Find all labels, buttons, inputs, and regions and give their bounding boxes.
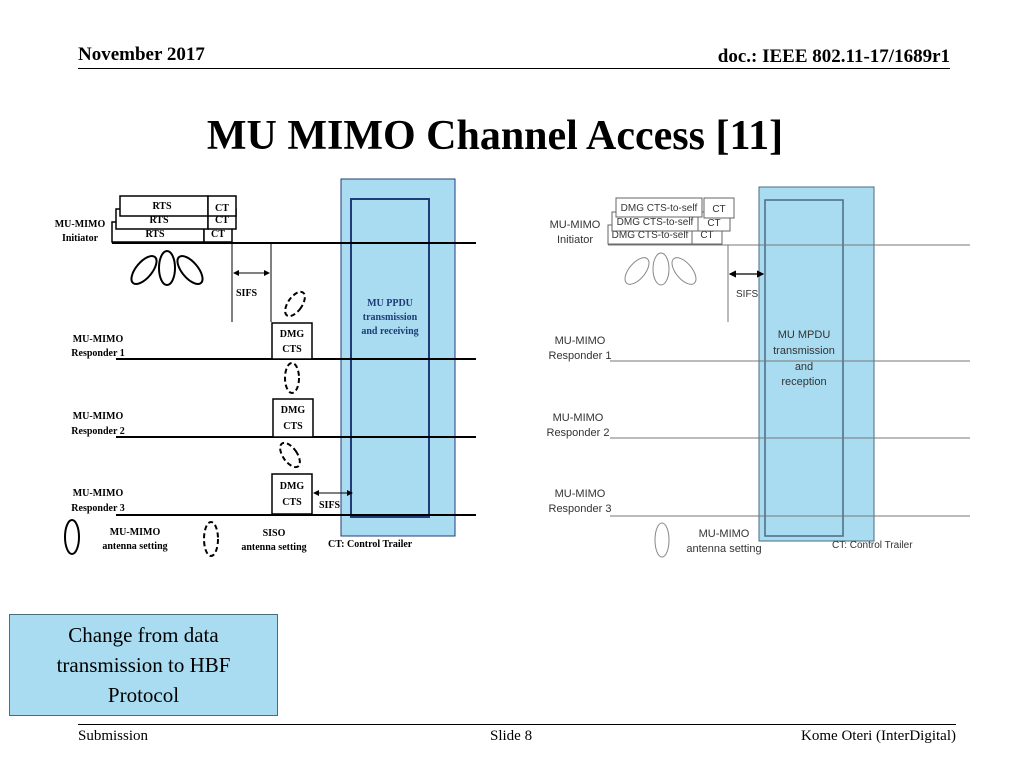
- right-legend-symbol: [654, 522, 670, 558]
- left-sifs-bottom-label: SIFS: [319, 500, 341, 511]
- left-legend-siso-label-2: antenna setting: [241, 542, 306, 553]
- left-ppdu-label-3: and receiving: [361, 326, 418, 337]
- left-rts-label-2: RTS: [149, 215, 169, 226]
- right-responder1-label-2: Responder 1: [549, 350, 612, 362]
- left-initiator-label-2: Initiator: [62, 233, 99, 244]
- left-initiator-label-1: MU-MIMO: [55, 219, 106, 230]
- left-ct-frame-1: [207, 195, 237, 217]
- left-dmg-cts-box-3: [271, 473, 313, 515]
- left-siso-beam-1: [284, 290, 306, 318]
- slide-title: MU MIMO Channel Access [11]: [206, 113, 784, 159]
- right-ct-label-2: CT: [707, 218, 720, 229]
- left-ct-label-1: CT: [215, 203, 229, 214]
- left-responder1-label-2: Responder 1: [71, 348, 124, 359]
- left-siso-beam-3: [279, 441, 301, 469]
- left-responder3-label-1: MU-MIMO: [73, 488, 124, 499]
- left-responder3-label-2: Responder 3: [71, 503, 124, 514]
- right-mpdu-region: [758, 186, 875, 542]
- left-legend-siso-label-1: SISO: [263, 528, 286, 539]
- left-ct-label-3: CT: [211, 229, 225, 240]
- left-initiator-beam-1: [130, 254, 158, 286]
- footer-rule: [78, 724, 956, 725]
- left-ppdu-label-2: transmission: [363, 312, 418, 323]
- left-sifs-top-label: SIFS: [236, 288, 258, 299]
- left-cts-label-1: CTS: [282, 344, 302, 355]
- right-responder3-label-2: Responder 3: [549, 503, 612, 515]
- left-responder2-label-1: MU-MIMO: [73, 411, 124, 422]
- right-cts-self-frame-1: [615, 197, 703, 218]
- left-cts-label-2: CTS: [283, 421, 303, 432]
- change-note-text: Change from data transmission to HBF Pro…: [56, 623, 231, 707]
- left-siso-beam-2: [284, 362, 300, 394]
- change-note-box: Change from data transmission to HBF Pro…: [9, 614, 278, 716]
- left-dmg-cts-box-2: [272, 398, 314, 438]
- left-ppdu-region: [340, 178, 456, 537]
- left-diagram: MU PPDU transmission and receiving RTS C…: [55, 178, 476, 557]
- header-date: November 2017: [78, 44, 205, 65]
- footer-slide-number: Slide 8: [490, 728, 533, 744]
- right-cts-self-label-2: DMG CTS-to-self: [617, 217, 694, 228]
- left-legend-mu-mimo-symbol: [64, 519, 80, 555]
- right-legend-label-2: antenna setting: [686, 543, 761, 555]
- left-initiator-beam-3: [176, 254, 204, 286]
- right-sifs-label: SIFS: [736, 289, 759, 300]
- left-legend-ct: CT: Control Trailer: [328, 539, 413, 550]
- right-mpdu-label-3: and: [795, 361, 813, 373]
- right-responder2-label-1: MU-MIMO: [553, 412, 604, 424]
- left-rts-label-1: RTS: [152, 201, 172, 212]
- left-dmg-label-3: DMG: [280, 481, 305, 492]
- left-legend-siso-symbol: [203, 521, 219, 557]
- right-mpdu-label-4: reception: [781, 376, 826, 388]
- left-dmg-cts-box-1: [271, 322, 313, 360]
- right-initiator-beam-1: [624, 257, 650, 285]
- left-rts-label-3: RTS: [145, 229, 165, 240]
- left-responder1-label-1: MU-MIMO: [73, 334, 124, 345]
- header-rule: [78, 68, 950, 69]
- left-legend-mu-label-2: antenna setting: [102, 541, 167, 552]
- right-mpdu-inner-box: [764, 199, 844, 537]
- right-initiator-label-2: Initiator: [557, 234, 593, 246]
- footer-author: Kome Oteri (InterDigital): [801, 728, 956, 744]
- left-ppdu-label-1: MU PPDU: [367, 298, 413, 309]
- right-responder2-label-2: Responder 2: [547, 427, 610, 439]
- right-responder3-label-1: MU-MIMO: [555, 488, 606, 500]
- left-initiator-beam-2: [158, 250, 176, 286]
- header-doc-id: doc.: IEEE 802.11-17/1689r1: [717, 46, 950, 67]
- left-legend-mu-label-1: MU-MIMO: [110, 527, 161, 538]
- left-responder2-label-2: Responder 2: [71, 426, 124, 437]
- left-dmg-label-1: DMG: [280, 329, 305, 340]
- right-initiator-label-1: MU-MIMO: [550, 219, 601, 231]
- right-cts-self-label-1: DMG CTS-to-self: [621, 203, 698, 214]
- left-ct-label-2: CT: [215, 215, 229, 226]
- right-ct-label-1: CT: [712, 204, 725, 215]
- right-cts-self-label-3: DMG CTS-to-self: [612, 230, 689, 241]
- right-legend-ct: CT: Control Trailer: [832, 540, 913, 551]
- left-dmg-label-2: DMG: [281, 405, 306, 416]
- right-responder1-label-1: MU-MIMO: [555, 335, 606, 347]
- right-ct-frame-1: [703, 197, 735, 219]
- right-initiator-beam-2: [652, 252, 670, 286]
- right-diagram: MU MPDU transmission and reception DMG C…: [547, 186, 970, 558]
- right-ct-label-3: CT: [700, 230, 713, 241]
- left-cts-label-3: CTS: [282, 497, 302, 508]
- footer-submission: Submission: [78, 728, 149, 744]
- right-legend-label-1: MU-MIMO: [699, 528, 750, 540]
- right-initiator-beam-3: [671, 257, 697, 285]
- right-mpdu-label-1: MU MPDU: [778, 329, 831, 341]
- right-mpdu-label-2: transmission: [773, 345, 835, 357]
